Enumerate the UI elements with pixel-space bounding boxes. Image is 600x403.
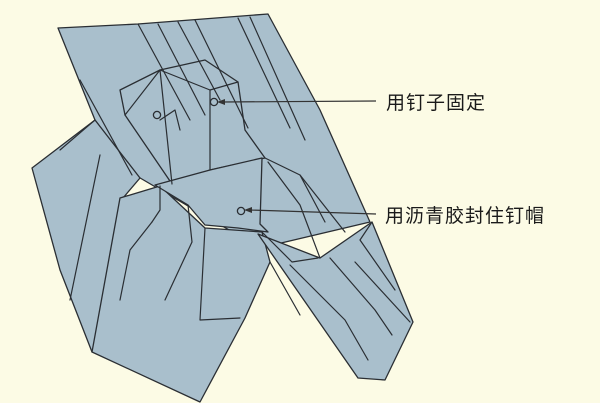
seam-line	[354, 261, 411, 323]
seam-line	[119, 221, 153, 301]
seam-line	[267, 161, 321, 259]
seam-line	[159, 69, 173, 185]
seam-line	[124, 69, 161, 116]
leader-line-sealant	[248, 209, 377, 215]
seam-line	[359, 221, 396, 291]
valley-cap-right	[257, 221, 414, 381]
seam-line	[194, 19, 249, 129]
seam-line	[199, 227, 241, 321]
callout-seal-nail-heads: 用沥青胶封住钉帽	[385, 205, 546, 227]
top-nailed-cap	[119, 59, 266, 185]
nail-icon	[209, 97, 219, 107]
seam-line	[177, 21, 221, 101]
seam-line	[329, 257, 393, 336]
seam-line	[299, 174, 346, 233]
seam-line	[69, 154, 101, 301]
seam-line	[59, 119, 96, 151]
seam-line	[164, 204, 193, 301]
nail-icon	[152, 110, 162, 120]
seam-line	[79, 79, 133, 176]
callout-fix-with-nails: 用钉子固定	[386, 92, 487, 114]
sealed-nail-icon	[236, 206, 246, 216]
seam-line	[261, 231, 319, 263]
seam-line	[151, 185, 161, 223]
seam-line	[157, 23, 206, 116]
seam-line	[237, 17, 291, 129]
leader-arrowhead	[217, 99, 225, 105]
leader-line-nail	[221, 100, 377, 103]
seam-line	[289, 264, 369, 361]
leader-arrowhead	[244, 207, 252, 213]
seam-line	[269, 261, 301, 316]
seam-line	[159, 109, 181, 131]
seam-line	[249, 16, 306, 141]
